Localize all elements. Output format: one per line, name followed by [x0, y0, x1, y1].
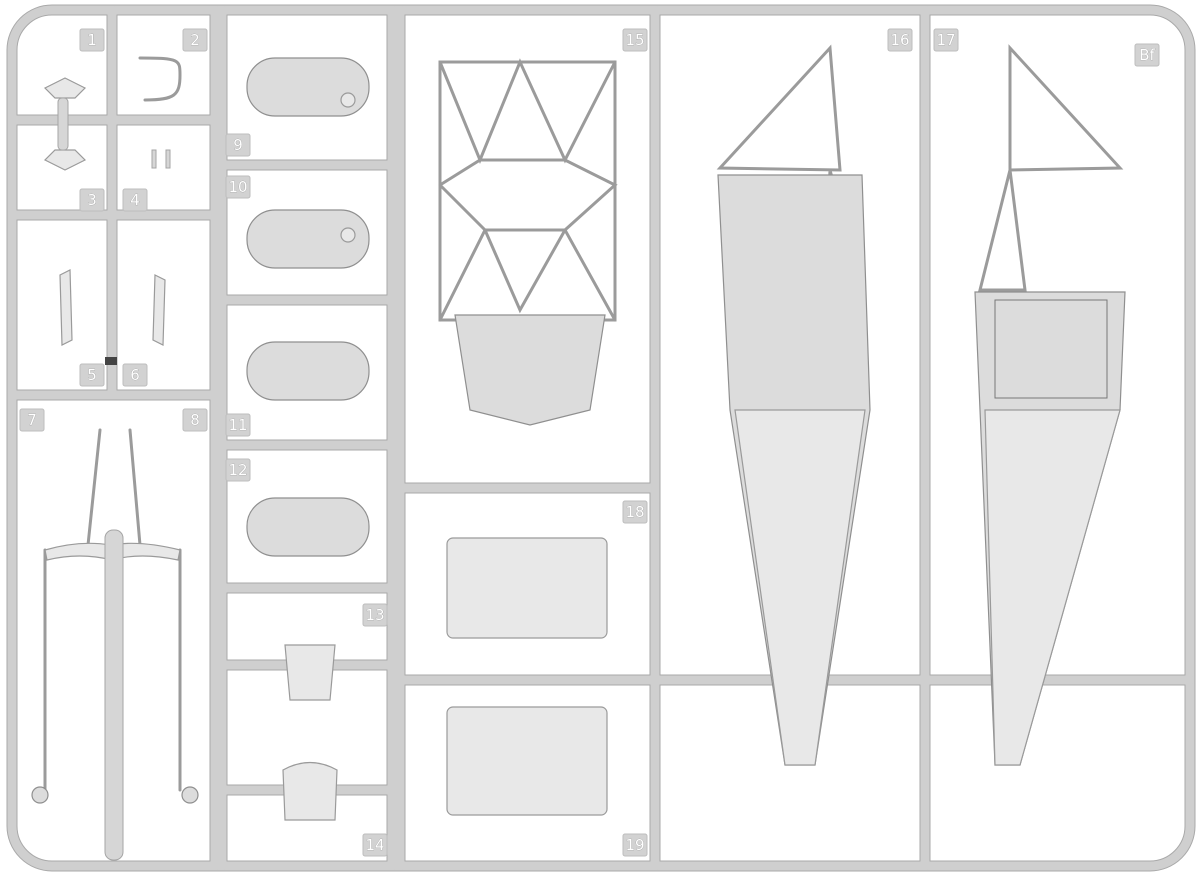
part-number-1-label: 1 [87, 31, 97, 49]
part-number-18-tag [622, 500, 648, 524]
part-number-14-tag [362, 833, 388, 857]
seats-13-14 [282, 644, 338, 821]
part-number-13-tag [362, 603, 388, 627]
part-number-18-label: 18 [625, 503, 644, 521]
part-number-6-tag [122, 363, 148, 387]
small-parts-1-6 [43, 56, 182, 365]
part-number-14-label: 14 [365, 836, 384, 854]
part-number-15-label: 15 [625, 31, 644, 49]
part-number-12-label: 12 [228, 461, 247, 479]
part-number-1-tag [79, 28, 105, 52]
part-number-17-label: 17 [936, 31, 955, 49]
panels-18-19 [446, 537, 608, 816]
part-number-16-tag [887, 28, 913, 52]
part-number-13-label: 13 [365, 606, 384, 624]
part-number-2-label: 2 [190, 31, 200, 49]
part-number-7-tag [19, 408, 45, 432]
part-number-6-label: 6 [130, 366, 140, 384]
sprue-code-label: Bf [1139, 46, 1155, 64]
part-number-4-tag [122, 188, 148, 212]
part-number-11-tag [225, 413, 251, 437]
part-number-4-label: 4 [130, 191, 140, 209]
part-number-12-tag [225, 458, 251, 482]
part-number-3-tag [79, 188, 105, 212]
part-number-9-label: 9 [233, 136, 243, 154]
part-number-19-tag [622, 833, 648, 857]
struts-7-8 [31, 428, 199, 861]
part-number-8-label: 8 [190, 411, 200, 429]
fuselage-sides-16-17 [716, 44, 1126, 766]
part-number-10-label: 10 [228, 178, 247, 196]
part-number-5-tag [79, 363, 105, 387]
part-number-15-tag [622, 28, 648, 52]
runner-frame [6, 4, 1196, 872]
part-number-3-label: 3 [87, 191, 97, 209]
part-number-9-tag [225, 133, 251, 157]
part-number-7-label: 7 [27, 411, 37, 429]
fuselage-frame-15 [438, 58, 618, 426]
part-number-5-label: 5 [87, 366, 97, 384]
fuel-tanks-9-12 [246, 57, 370, 557]
part-number-11-label: 11 [228, 416, 247, 434]
part-number-17-tag [933, 28, 959, 52]
part-number-19-label: 19 [625, 836, 644, 854]
part-number-16-label: 16 [890, 31, 909, 49]
sprue-code-tag [1134, 43, 1160, 67]
part-number-2-tag [182, 28, 208, 52]
part-number-10-tag [225, 175, 251, 199]
part-number-8-tag [182, 408, 208, 432]
